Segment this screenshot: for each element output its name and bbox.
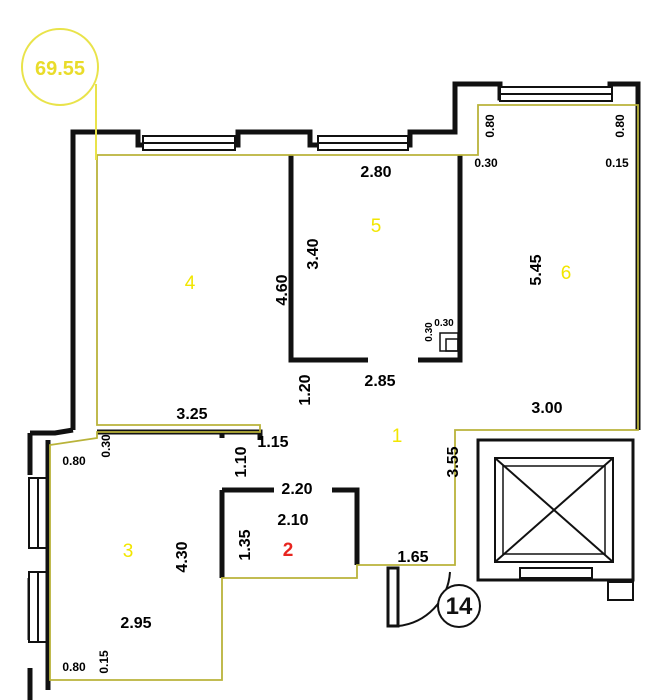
elevator-block xyxy=(476,438,635,601)
dim-label: 1.35 xyxy=(237,529,254,560)
room-label-5: 5 xyxy=(371,216,382,237)
dim-label: 0.80 xyxy=(62,660,86,674)
dim-label: 4.60 xyxy=(274,274,291,305)
dim-label: 0.80 xyxy=(613,114,627,138)
dim-label: 3.25 xyxy=(176,406,207,423)
room-label-6: 6 xyxy=(561,263,572,284)
interior-walls xyxy=(45,155,463,690)
dim-label: 0.30 xyxy=(424,322,435,342)
shaft-marker xyxy=(439,332,459,352)
dim-label: 3.40 xyxy=(305,238,322,269)
dim-label: 4.30 xyxy=(174,541,191,572)
total-area: 69.55 xyxy=(35,58,85,80)
dim-label: 2.80 xyxy=(360,164,391,181)
dim-label: 0.30 xyxy=(434,318,454,329)
dim-label: 2.10 xyxy=(277,512,308,529)
outer-walls xyxy=(27,81,641,700)
dim-label: 1.65 xyxy=(397,549,428,566)
entry-door xyxy=(386,566,451,628)
dim-label: 2.85 xyxy=(364,373,395,390)
dim-label: 3.00 xyxy=(531,400,562,417)
dim-label: 1.15 xyxy=(257,434,288,451)
dim-label: 2.20 xyxy=(281,481,312,498)
dim-label: 0.30 xyxy=(474,156,498,170)
total-area-callout: 69.55 xyxy=(21,28,99,160)
windows xyxy=(28,86,613,643)
dim-label: 0.15 xyxy=(605,156,629,170)
dim-label: 0.15 xyxy=(97,650,111,674)
room-label-3: 3 xyxy=(123,541,134,562)
dimension-labels: 2.80 3.40 4.60 0.80 0.80 0.30 0.15 5.45 … xyxy=(62,114,629,674)
room-label-4: 4 xyxy=(185,273,196,294)
room-labels: 1 2 3 4 5 6 xyxy=(123,216,572,562)
apartment-outline xyxy=(49,104,639,681)
dim-label: 0.80 xyxy=(483,114,497,138)
dim-label: 2.95 xyxy=(120,615,151,632)
room-label-1: 1 xyxy=(392,426,403,447)
dim-label: 3.55 xyxy=(445,446,462,477)
room-label-2: 2 xyxy=(283,540,294,561)
apartment-number: 14 xyxy=(446,593,473,620)
dim-label: 5.45 xyxy=(528,254,545,285)
dim-label: 1.20 xyxy=(297,374,314,405)
dim-label: 0.80 xyxy=(62,454,86,468)
apartment-number-badge: 14 xyxy=(437,584,481,628)
dim-label: 1.10 xyxy=(233,446,250,477)
dim-label: 0.30 xyxy=(99,434,113,458)
